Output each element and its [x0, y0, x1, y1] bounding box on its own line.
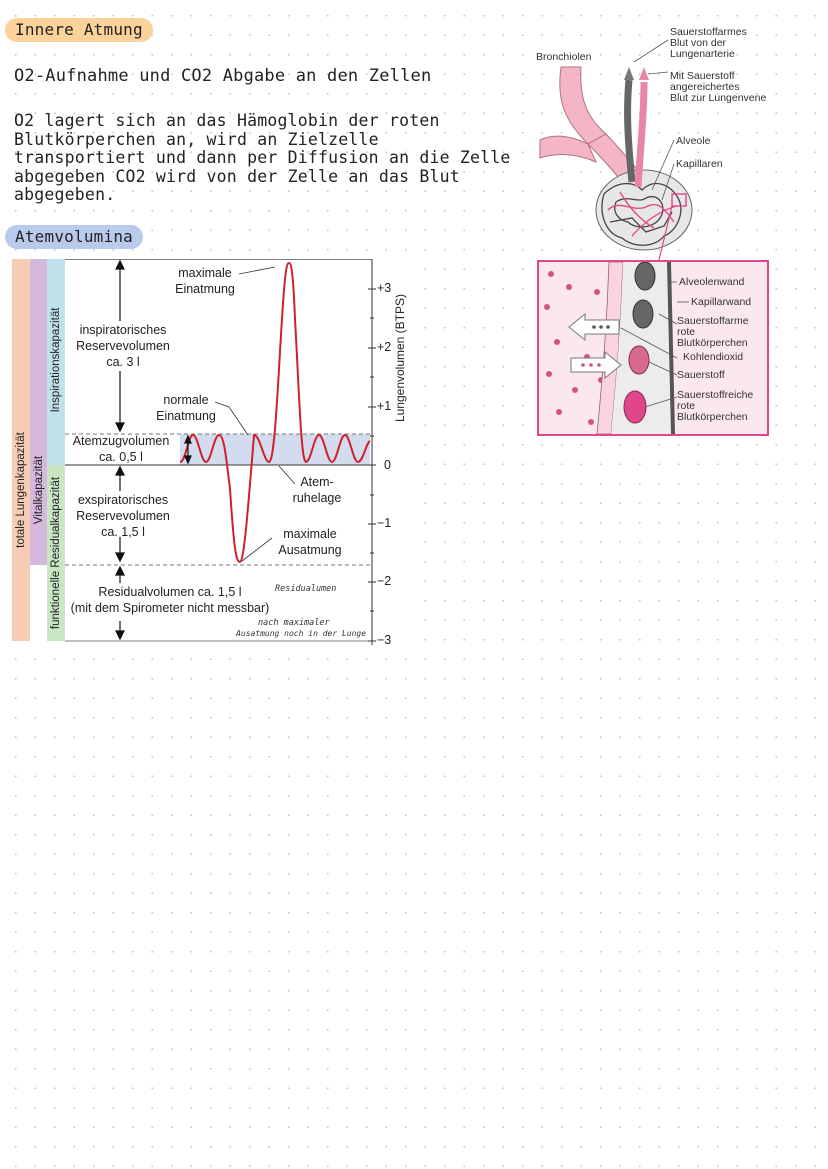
label-rv-1: Residualvolumen ca. 1,5 l	[98, 585, 242, 599]
label-arterie-1: Sauerstoffarmes	[670, 26, 747, 38]
subtitle: O2-Aufnahme und CO2 Abgabe an den Zellen	[14, 66, 432, 86]
lung-illustration	[539, 39, 693, 261]
lung-alveole-figure: Bronchiolen Sauerstoffarmes Blut von der…	[536, 22, 796, 262]
label-arm-2: rote	[677, 326, 696, 338]
band-vitalkapazitaet	[30, 259, 47, 565]
spirogram-figure: totale Lungenkapazität Vitalkapazität In…	[10, 259, 410, 647]
label-sauerstoff: Sauerstoff	[677, 369, 725, 381]
axis-label-lungenvolumen: Lungenvolumen (BTPS)	[393, 293, 407, 423]
spirogram-lines	[65, 259, 376, 645]
label-reich-3: Blutkörperchen	[677, 411, 748, 423]
arrows	[115, 259, 192, 641]
heading-atemvolumina: Atemvolumina	[5, 225, 143, 249]
label-norm-2: Einatmung	[156, 409, 216, 423]
tick-plus3: +3	[377, 281, 392, 295]
label-azv-1: Atemzugvolumen	[72, 434, 170, 448]
note-residualumen: Residualumen	[275, 584, 337, 594]
note-nach-maximaler: nach maximaler	[258, 618, 330, 628]
axis-ticks	[368, 288, 376, 642]
label-max-ein-2: Einatmung	[175, 282, 235, 296]
label-azv-2: ca. 0,5 l	[99, 450, 143, 464]
label-ruhe-1: Atem-	[300, 475, 334, 489]
tick-zero: 0	[384, 458, 391, 472]
band-residualkapazitaet	[47, 465, 65, 641]
tick-plus2: +2	[377, 340, 392, 354]
label-arterie-2: Blut von der	[670, 37, 727, 49]
paragraph: O2 lagert sich an das Hämoglobin der rot…	[14, 111, 511, 204]
label-reich-2: rote	[677, 400, 696, 412]
label-vene-2: angereichertes	[670, 81, 740, 93]
tick-minus1: −1	[377, 516, 392, 530]
tick-minus2: −2	[377, 574, 392, 588]
label-arterie-3: Lungenarterie	[670, 48, 735, 60]
label-erv-3: ca. 1,5 l	[101, 525, 145, 539]
label-norm-1: normale	[163, 393, 209, 407]
tick-minus3: −3	[377, 633, 392, 647]
label-kapillarwand: Kapillarwand	[691, 296, 752, 308]
detail-illustration	[539, 262, 767, 434]
label-kapillaren: Kapillaren	[676, 158, 723, 170]
label-bronchiolen: Bronchiolen	[536, 51, 592, 63]
label-erv-1: exspiratorisches	[77, 493, 169, 507]
label-irv-1: inspiratorisches	[79, 323, 167, 337]
spirogram-curve	[179, 261, 371, 564]
label-arm-3: Blutkörperchen	[677, 337, 748, 349]
label-kohlendioxid: Kohlendioxid	[683, 351, 744, 363]
label-vene-3: Blut zur Lungenvene	[670, 92, 767, 104]
label-rv-2: (mit dem Spirometer nicht messbar)	[70, 601, 270, 615]
heading-innere-atmung: Innere Atmung	[5, 18, 153, 42]
label-max-aus-1: maximale	[283, 527, 337, 541]
note-ausatmung: Ausatmung noch in der Lunge	[236, 629, 367, 638]
leader-lines	[214, 266, 296, 562]
label-irv-3: ca. 3 l	[106, 355, 140, 369]
label-irv-2: Reservevolumen	[76, 339, 170, 353]
label-alveolenwand: Alveolenwand	[679, 276, 745, 288]
band-totale-lungenkapazitaet	[12, 259, 30, 641]
tick-plus1: +1	[377, 399, 392, 413]
label-vene-1: Mit Sauerstoff	[670, 70, 735, 82]
label-erv-2: Reservevolumen	[76, 509, 170, 523]
label-alveole: Alveole	[676, 135, 711, 147]
label-reich-1: Sauerstoffreiche	[677, 389, 754, 401]
band-inspirationskapazitaet	[47, 259, 65, 465]
label-max-ein-1: maximale	[178, 266, 232, 280]
label-arm-1: Sauerstoffarme	[677, 315, 749, 327]
alveole-detail-zoom: Alveolenwand Kapillarwand Sauerstoffarme…	[537, 260, 769, 436]
label-max-aus-2: Ausatmung	[278, 543, 342, 557]
label-ruhe-2: ruhelage	[292, 491, 342, 505]
